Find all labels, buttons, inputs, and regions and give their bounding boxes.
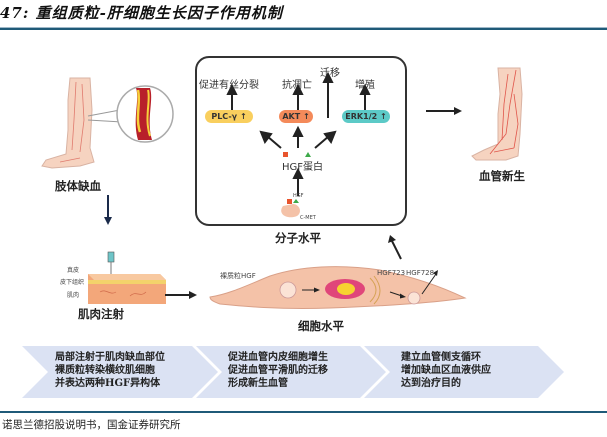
up-arrow-icon: ↑ [302, 112, 310, 121]
step-3-text: 建立血管侧支循环 增加缺血区血液供应 达到治疗目的 [401, 351, 491, 390]
pathway-plc-gamma: PLC-γ ↑ [205, 110, 253, 123]
chevron-step-3 [364, 346, 564, 398]
step-3-line-3: 达到治疗目的 [401, 378, 461, 389]
pathway-plc-gamma-label: PLC-γ [211, 112, 238, 121]
chevron-step-2 [196, 346, 386, 398]
hgf-label: HGF [293, 193, 304, 199]
cellular-level-label: 细胞水平 [298, 319, 344, 333]
up-arrow-icon: ↑ [379, 112, 387, 121]
layer-dermis: 真皮 [67, 267, 80, 274]
molecular-level-box [195, 56, 407, 226]
arrow-right-to-result [426, 107, 462, 115]
c-met-receptor-label: C-MET [300, 215, 316, 221]
revascularized-leg-illustration [471, 67, 523, 161]
isoform-hgf723: HGF723 [377, 269, 406, 277]
step-chevrons [22, 346, 564, 398]
source-note: 诺思兰德招股说明书，国金证券研究所 [2, 419, 181, 431]
naked-plasmid-label: 裸质粒HGF [220, 272, 256, 280]
arrow-up-to-molecular [388, 235, 402, 260]
step-2-line-1: 促进血管内皮细胞增生 [228, 352, 328, 363]
step-1-line-3: 并表达两种HGF异构体 [55, 378, 161, 389]
step-3-line-1: 建立血管侧支循环 [401, 352, 481, 363]
limb-ischemia-label: 肢体缺血 [55, 179, 101, 193]
leg-shape [41, 77, 95, 169]
injection-illustration [88, 251, 166, 304]
ischemic-leg-illustration [41, 77, 174, 169]
hgf-protein-label: HGF蛋白 [282, 162, 324, 173]
pathway-erk-label: ERK1/2 [345, 112, 378, 121]
step-2-line-2: 促进血管平滑肌的迁移 [228, 365, 328, 376]
layer-muscle: 肌肉 [67, 292, 80, 299]
effect-mitosis: 促进有丝分裂 [199, 80, 259, 91]
pathway-akt-label: AKT [282, 112, 301, 121]
title-rule-light [0, 27, 607, 28]
up-arrow-icon: ↑ [239, 112, 247, 121]
chevron-step-1 [22, 346, 218, 398]
arrow-down [104, 195, 112, 225]
step-2-line-3: 形成新生血管 [228, 378, 288, 389]
arrow-right-to-cell [165, 291, 197, 299]
effect-migration: 迁移 [320, 68, 340, 79]
muscle-cell-illustration [209, 266, 467, 310]
figure-title: 47: 重组质粒-肝细胞生长因子作用机制 [0, 4, 283, 22]
revascularization-label: 血管新生 [479, 169, 525, 183]
step-2-text: 促进血管内皮细胞增生 促进血管平滑肌的迁移 形成新生血管 [228, 351, 328, 390]
step-1-line-2: 裸质粒转染横纹肌细胞 [55, 365, 155, 376]
title-rule [0, 28, 607, 30]
pathway-arrows [226, 71, 371, 218]
isoform-hgf728: HGF728 [406, 269, 435, 277]
footer-rule [0, 411, 607, 413]
pathway-erk: ERK1/2 ↑ [342, 110, 390, 123]
molecular-level-label: 分子水平 [275, 231, 321, 245]
step-1-text: 局部注射于肌肉缺血部位 裸质粒转染横纹肌细胞 并表达两种HGF异构体 [55, 351, 165, 390]
step-1-line-1: 局部注射于肌肉缺血部位 [55, 352, 165, 363]
pathway-akt: AKT ↑ [279, 110, 313, 123]
layer-subcutaneous: 皮下组织 [60, 279, 85, 286]
step-3-line-2: 增加缺血区血液供应 [401, 365, 491, 376]
effect-anti-apoptosis: 抗凋亡 [282, 80, 312, 91]
injection-label: 肌肉注射 [78, 307, 124, 321]
